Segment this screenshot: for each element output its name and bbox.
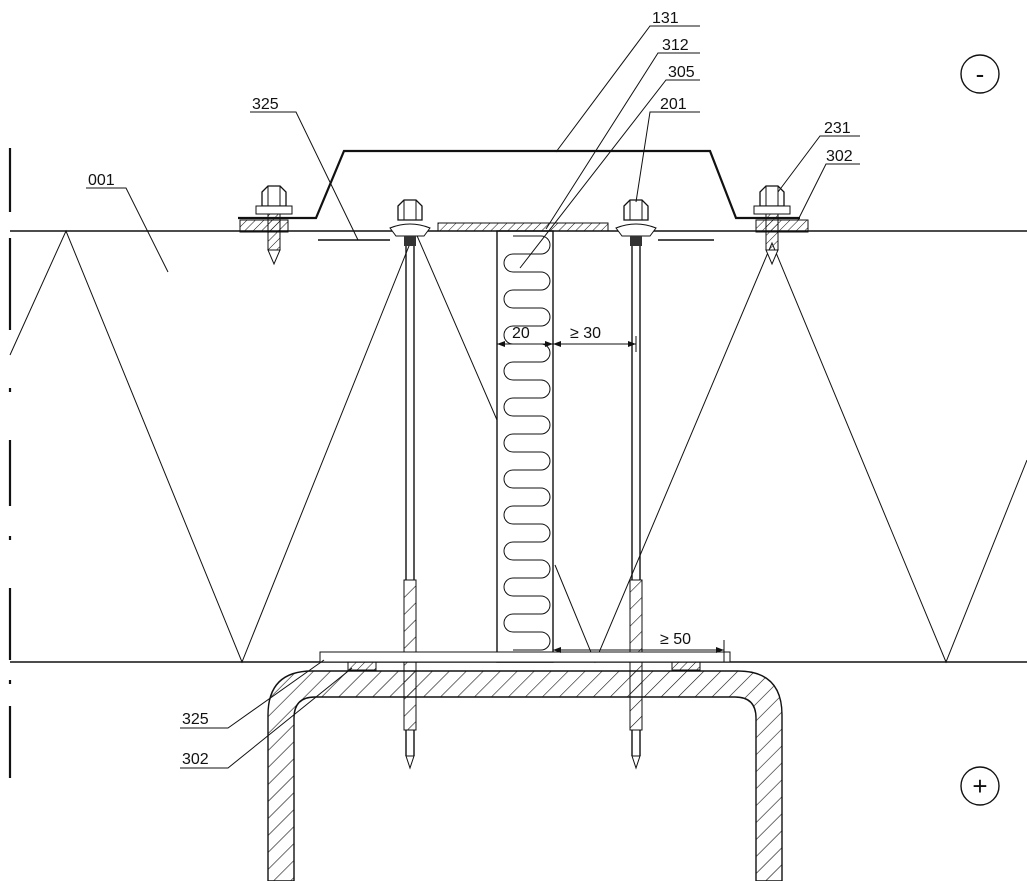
label-325-top: 325 [252,96,279,113]
label-131: 131 [652,10,679,27]
plus-symbol: + [960,766,1000,806]
label-305: 305 [668,64,695,81]
dimension-20-label: 20 [512,325,530,342]
dimension-50-label: ≥ 50 [660,631,691,648]
callout-305: 305 [519,64,700,269]
label-231: 231 [824,120,851,137]
insulation-core [9,229,1027,664]
panel-faces [10,230,1027,663]
callout-302-bottom: 302 [180,667,353,769]
dimension-30-label: ≥ 30 [570,325,601,342]
label-302-top: 302 [826,148,853,165]
label-001: 001 [88,172,115,189]
minus-symbol: - [960,54,1000,94]
label-201: 201 [660,96,687,113]
callout-312: 312 [545,37,700,230]
callout-302-top: 302 [797,148,860,221]
plus-symbol-text: + [972,771,987,801]
callout-131: 131 [555,10,700,153]
joint-insulation [496,230,554,663]
cover-profile [238,149,800,220]
top-plates [239,219,809,241]
dimension-50: ≥ 50 [553,631,725,662]
dimension-20: 20 [497,325,553,347]
callout-201: 201 [635,96,700,203]
bottom-plates [319,651,731,671]
label-302-bottom: 302 [182,751,209,768]
callout-325-bottom: 325 [180,659,325,729]
dimension-30: ≥ 30 [553,325,637,352]
label-312: 312 [662,37,689,54]
callout-325-top: 325 [250,96,359,241]
short-screw-left [255,185,293,266]
minus-symbol-text: - [976,59,985,89]
steel-support [267,670,783,881]
callout-231: 231 [777,120,860,193]
label-325-bottom: 325 [182,711,209,728]
callout-001: 001 [86,172,169,273]
short-screw-right [753,185,791,266]
